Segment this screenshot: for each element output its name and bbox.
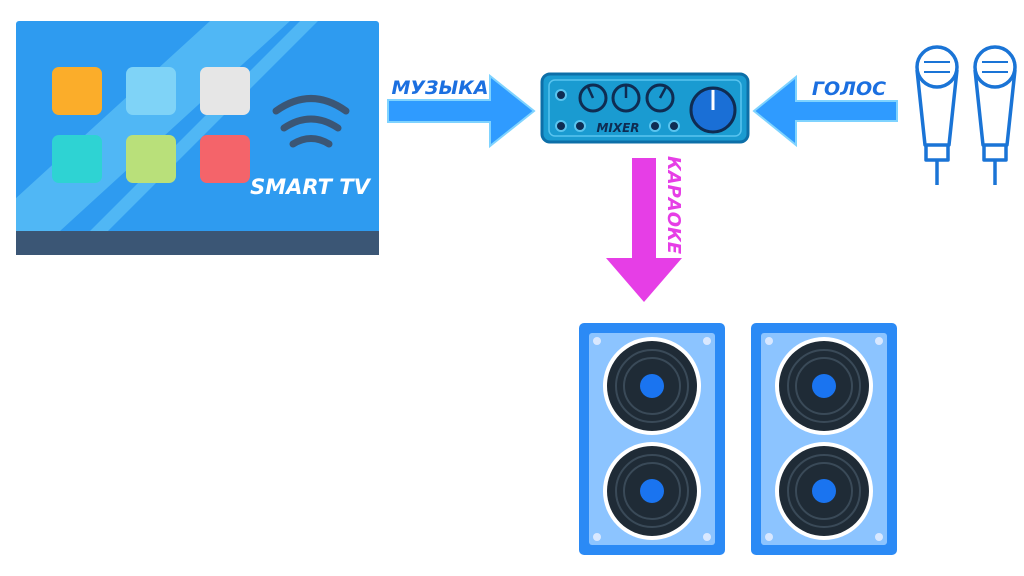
arrow-voice-label: ГОЛОС bbox=[812, 78, 886, 100]
speaker-driver-bottom bbox=[603, 442, 701, 540]
wifi-icon bbox=[272, 95, 350, 148]
app-tile-red bbox=[200, 135, 250, 183]
tv-stand bbox=[16, 231, 379, 255]
tv-label: SMART TV bbox=[250, 175, 371, 199]
arrow-music-label: МУЗЫКА bbox=[392, 77, 489, 99]
arrow-karaoke-label: КАРАОКЕ bbox=[663, 156, 684, 255]
mixer: MIXER bbox=[540, 72, 750, 144]
speaker-left bbox=[579, 323, 725, 555]
smart-tv: SMART TV bbox=[16, 21, 379, 255]
arrow-voice-shape bbox=[752, 74, 898, 148]
speaker-right bbox=[751, 323, 897, 555]
microphone-icon bbox=[915, 45, 1017, 185]
speaker-driver-top bbox=[775, 337, 873, 435]
speaker-driver-top bbox=[603, 337, 701, 435]
arrow-music: МУЗЫКА bbox=[387, 73, 536, 149]
app-tile-green bbox=[126, 135, 176, 183]
mixer-label: MIXER bbox=[596, 121, 639, 135]
arrow-karaoke-shape bbox=[606, 158, 682, 302]
mixer-knob-icon bbox=[578, 83, 737, 134]
arrow-voice: ГОЛОС bbox=[752, 74, 898, 148]
arrow-music-shape bbox=[387, 73, 536, 149]
speaker-driver-bottom bbox=[775, 442, 873, 540]
app-tile-gray bbox=[200, 67, 250, 115]
mixer-jacks bbox=[555, 89, 680, 132]
app-tile-teal bbox=[52, 135, 102, 183]
arrow-karaoke: КАРАОКЕ bbox=[606, 156, 684, 302]
app-tile-lightblue bbox=[126, 67, 176, 115]
app-tile-orange bbox=[52, 67, 102, 115]
speaker-icon bbox=[579, 323, 897, 555]
